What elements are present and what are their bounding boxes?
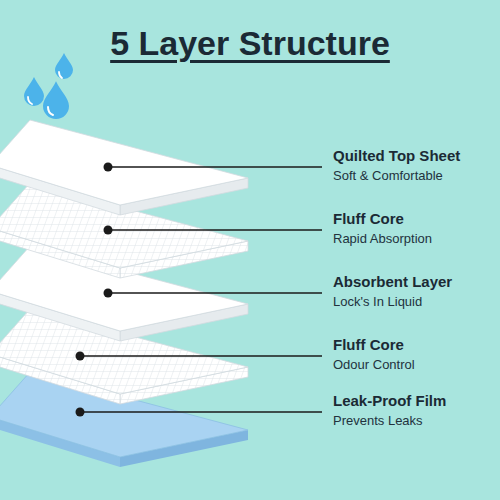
leader-line: [80, 355, 322, 357]
leader-dot: [104, 226, 113, 235]
water-drop: [24, 77, 44, 106]
leader-line: [80, 411, 322, 413]
water-drop: [43, 81, 69, 119]
drop-highlight: [48, 107, 53, 115]
leader-line: [108, 229, 322, 231]
water-drops: [24, 53, 73, 119]
leader-dot: [76, 408, 85, 417]
leader-dot: [76, 352, 85, 361]
drop-highlight: [59, 72, 62, 78]
leader-line: [108, 292, 322, 294]
layer-feature: Prevents Leaks: [333, 414, 423, 429]
layer-feature: Rapid Absorption: [333, 232, 432, 247]
drop-highlight: [28, 97, 32, 104]
leader-dot: [104, 163, 113, 172]
leader-line: [108, 166, 322, 168]
layer-feature: Lock's In Liquid: [333, 295, 422, 310]
layer-name: Fluff Core: [333, 210, 404, 227]
leader-lines: [80, 167, 322, 412]
layer-feature: Odour Control: [333, 358, 415, 373]
layer-name: Leak-Proof Film: [333, 392, 446, 409]
layer-feature: Soft & Comfortable: [333, 169, 443, 184]
leader-dots: [76, 163, 113, 417]
title: 5 Layer Structure: [110, 24, 390, 63]
leader-dot: [104, 289, 113, 298]
layer-name: Fluff Core: [333, 336, 404, 353]
layer-face: [0, 120, 248, 205]
layer-name: Absorbent Layer: [333, 273, 452, 290]
layer-name: Quilted Top Sheet: [333, 147, 460, 164]
water-drop: [55, 53, 73, 79]
